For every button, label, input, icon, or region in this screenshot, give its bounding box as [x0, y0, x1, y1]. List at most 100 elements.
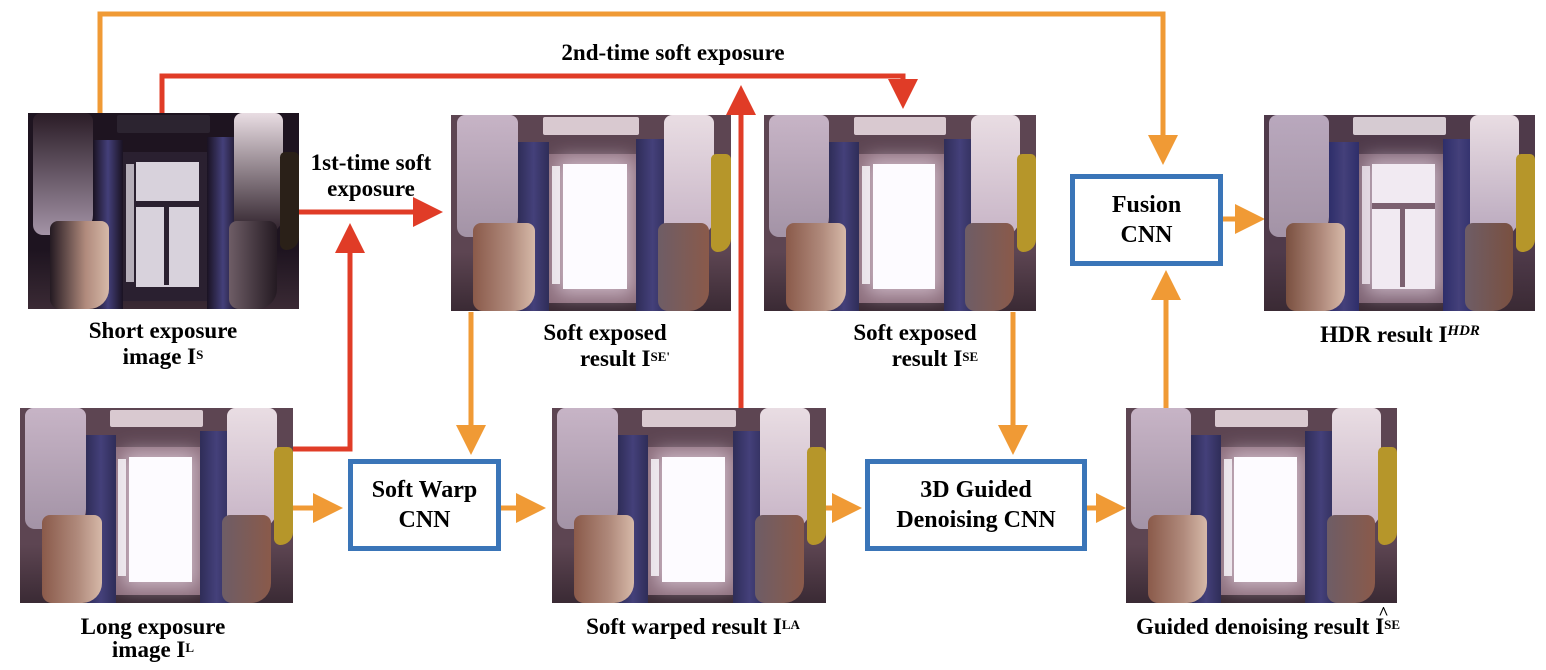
photo-side-window	[1361, 165, 1370, 284]
soft-exposed-second-caption-line1: Soft exposed	[853, 320, 977, 345]
photo-hanging-clothes-left	[573, 515, 635, 603]
soft-exposed-second-caption-text: result I	[891, 346, 963, 371]
fusion-cnn-block: Fusion CNN	[1070, 174, 1223, 266]
photo-hanging-cloth-right	[663, 115, 715, 237]
guided-denoising-hat-symbol: I	[1375, 600, 1388, 640]
soft-warped-superscript: LA	[781, 617, 800, 632]
photo-hanging-clothes-left	[41, 515, 102, 603]
photo-window-mullion	[163, 207, 169, 286]
photo-hanging-clothes-right	[228, 220, 278, 309]
soft-exposed-first-caption-line1: Soft exposed	[543, 320, 667, 345]
long-exposure-superscript: L	[185, 640, 195, 655]
long-exposure-caption-line2: image IL	[38, 637, 268, 662]
soft-warped-caption: Soft warped result ILA	[548, 614, 838, 640]
photo-hanging-clothes-right	[1326, 515, 1376, 603]
photo-hanging-cloth-left	[769, 115, 830, 237]
soft-exposed-second-superscript: SE	[962, 349, 979, 364]
photo-side-window	[118, 458, 127, 576]
photo-hanging-clothes-right	[754, 515, 805, 603]
soft-exposed-first-superscript: SE'	[650, 349, 670, 364]
guided-denoising-line2: Denoising CNN	[896, 507, 1056, 533]
first-soft-exposure-label: 1st-time soft exposure	[298, 150, 444, 202]
photo-hanging-cloth-right	[970, 115, 1020, 237]
soft-exposed-result-first-image	[451, 115, 731, 311]
photo-side-window	[861, 165, 871, 284]
guided-denoising-caption-text: Guided denoising result	[1135, 614, 1376, 639]
guided-denoising-cnn-block: 3D Guided Denoising CNN	[865, 459, 1087, 551]
photo-hanging-cloth-right	[760, 408, 810, 529]
photo-window-mullion	[1372, 203, 1435, 210]
photo-hanging-clothes-right	[222, 515, 272, 603]
soft-exposed-second-caption: Soft exposed result ISE	[810, 320, 1020, 372]
guided-denoising-caption: Guided denoising result ISE	[1108, 600, 1428, 640]
photo-hanging-clothes-left	[1147, 515, 1208, 603]
soft-warped-caption-text: Soft warped result I	[586, 614, 782, 639]
soft-warped-result-image	[552, 408, 826, 603]
photo-hanging-cloth-right	[1469, 115, 1519, 237]
soft-exposed-first-caption-text: result I	[579, 346, 651, 371]
photo-hanging-clothes-left	[49, 220, 110, 309]
short-exposure-caption-line1: Short exposure	[88, 318, 238, 343]
fusion-line1: Fusion	[1111, 192, 1182, 218]
arrow-long-to-first-exposure	[293, 223, 365, 452]
hdr-result-caption-text: HDR result I	[1320, 322, 1448, 347]
photo-hanging-clothes-right	[658, 222, 709, 311]
hdr-result-superscript: HDR	[1447, 323, 1480, 339]
soft-exposed-result-second-image	[764, 115, 1036, 311]
first-soft-exposure-line2: exposure	[327, 176, 415, 201]
soft-warp-line1: Soft Warp	[371, 477, 478, 503]
photo-side-window	[551, 165, 561, 284]
guided-denoising-superscript: SE	[1384, 617, 1401, 632]
fusion-line2: CNN	[1120, 222, 1173, 248]
photo-hanging-clothes-left	[1285, 222, 1346, 311]
photo-yellow-cloth	[806, 447, 826, 545]
long-exposure-caption: Long exposure image IL	[38, 614, 268, 662]
photo-hanging-clothes-right	[965, 222, 1015, 311]
photo-window-pane	[563, 164, 628, 290]
photo-yellow-cloth	[273, 447, 293, 545]
arrow-second-soft-exposure	[159, 73, 918, 113]
photo-hanging-clothes-left	[785, 222, 846, 311]
photo-air-conditioner	[642, 409, 736, 428]
photo-air-conditioner	[1215, 409, 1308, 428]
photo-hanging-cloth-right	[227, 408, 277, 529]
photo-hanging-cloth-left	[33, 113, 94, 235]
photo-window-pane	[1234, 456, 1297, 582]
guided-denoising-result-image	[1126, 408, 1397, 603]
guided-denoising-line1: 3D Guided	[920, 477, 1032, 503]
short-exposure-caption-text: image I	[122, 344, 197, 369]
photo-hanging-cloth-left	[1269, 115, 1330, 237]
hdr-result-caption: HDR result IHDR	[1270, 322, 1530, 348]
photo-side-window	[650, 458, 659, 576]
photo-window-mullion	[1399, 209, 1405, 288]
arrow-short-to-fusion	[97, 11, 1178, 165]
second-soft-exposure-label: 2nd-time soft exposure	[561, 40, 785, 65]
photo-hanging-clothes-left	[473, 222, 535, 311]
photo-yellow-cloth	[1378, 447, 1397, 545]
soft-exposed-first-caption: Soft exposed result ISE'	[500, 320, 710, 372]
soft-warp-cnn-block: Soft Warp CNN	[348, 459, 501, 551]
long-exposure-caption-line1: Long exposure	[80, 614, 226, 639]
hdr-result-image	[1264, 115, 1535, 311]
short-exposure-superscript: S	[196, 347, 204, 362]
photo-hanging-cloth-right	[233, 113, 283, 235]
short-exposure-image	[28, 113, 299, 309]
photo-hanging-cloth-left	[25, 408, 86, 529]
photo-yellow-cloth	[280, 152, 299, 251]
photo-air-conditioner	[1353, 116, 1446, 135]
short-exposure-caption: Short exposure image IS	[48, 318, 278, 370]
photo-air-conditioner	[853, 116, 947, 135]
first-soft-exposure-line1: 1st-time soft	[310, 150, 432, 175]
photo-window-pane	[129, 456, 192, 582]
photo-hanging-cloth-left	[557, 408, 618, 529]
soft-warp-line2: CNN	[398, 507, 451, 533]
photo-side-window	[1223, 458, 1232, 576]
photo-side-window	[125, 163, 134, 282]
photo-window-pane	[872, 164, 936, 290]
photo-window-pane	[661, 456, 725, 582]
long-exposure-caption-text: image I	[111, 637, 186, 662]
photo-hanging-clothes-right	[1464, 222, 1514, 311]
photo-window-mullion	[136, 201, 199, 208]
